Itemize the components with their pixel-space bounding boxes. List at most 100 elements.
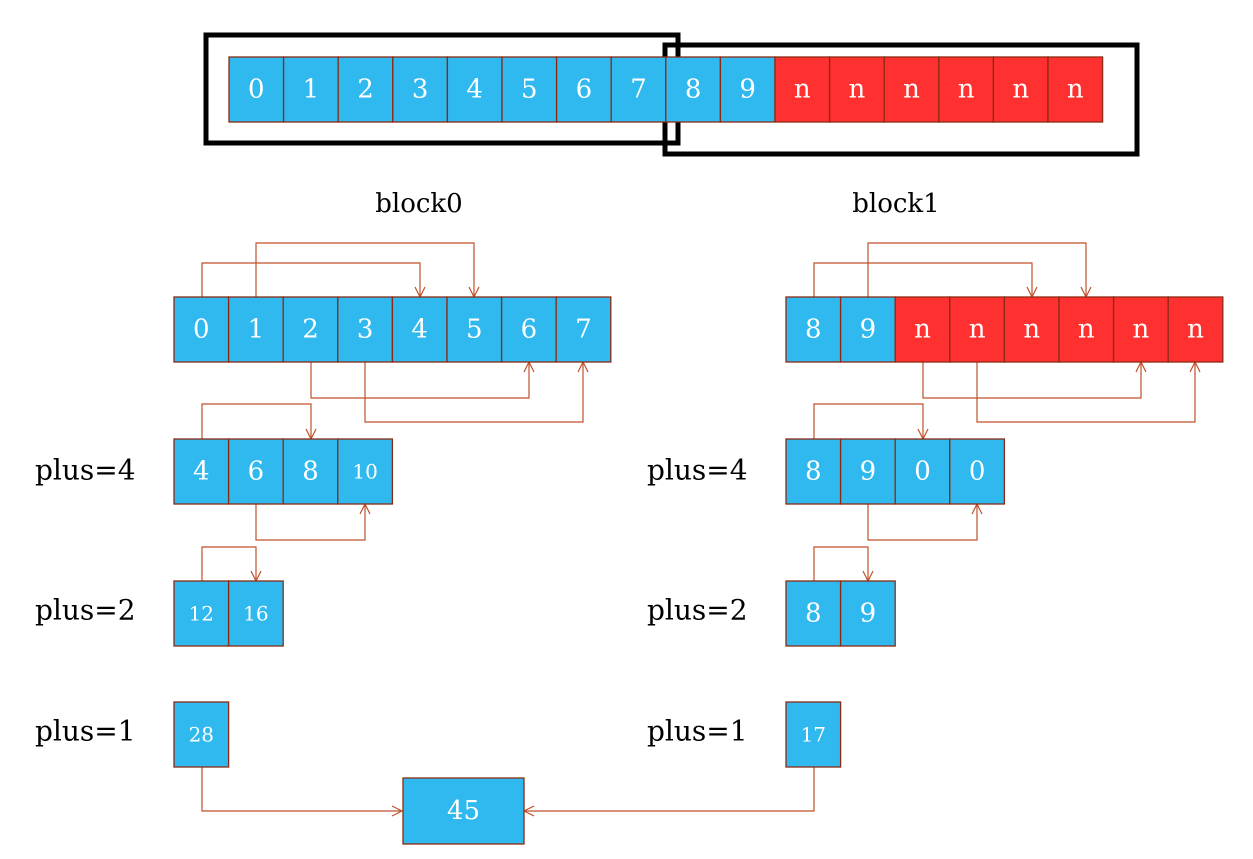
input-cell [883,56,940,123]
block1-step0-cell-value: 0 [969,457,986,487]
block1-cell-value: 8 [805,315,822,345]
block0-step1-cell-value: 16 [243,602,268,626]
input-cell [828,56,885,123]
arrow [201,403,311,439]
block0-cell-value: 6 [521,315,538,345]
arrow [255,504,365,541]
block1-cell-value: 9 [860,315,877,345]
block1-cell-value: n [969,315,986,345]
arrow [813,546,868,581]
block1-step1-cell-value: 9 [860,599,877,629]
block0-cell-value: 7 [575,315,592,345]
block1-cell-value: n [1133,315,1150,345]
block1-step2-cell [785,701,842,768]
block1-title: block1 [852,189,939,219]
block1-cell-value: n [1023,315,1040,345]
block0-step0-cell-value: 8 [302,457,319,487]
arrow [255,242,474,297]
arrow [310,362,529,399]
block1-step1-cell [785,580,842,647]
input-cell-value: n [1067,75,1084,105]
block0-cell-value: 1 [248,315,265,345]
block0-step0-cell [282,438,339,505]
block1-step0-cell-value: 8 [805,457,822,487]
input-cell [938,56,995,123]
input-cell-value: 9 [739,75,756,105]
input-cell [719,56,776,123]
input-cell [774,56,831,123]
block1-cell [949,296,1006,363]
input-cell-value: 5 [521,75,538,105]
block1-cell-value: n [1187,315,1204,345]
block0-step1-cell-value: 12 [189,602,214,626]
block0-cell-value: 0 [193,315,210,345]
block1-step0-cell [785,438,842,505]
arrow [201,262,420,297]
block1-cell [1058,296,1115,363]
arrow [813,262,1032,297]
input-cell [446,56,503,123]
input-cell-value: 6 [576,75,593,105]
block1-cell-value: n [1078,315,1095,345]
block0-cell [555,296,612,363]
arrow [813,403,923,439]
block0-cell [337,296,394,363]
block1-step1-cell-value: 8 [805,599,822,629]
block0-step0-cell [173,438,230,505]
result-cell-value: 45 [447,796,480,826]
arrow [867,504,977,541]
block1-step0-cell-value: 0 [914,457,931,487]
block0-cell [227,296,284,363]
input-cell [337,56,394,123]
block0-cell [282,296,339,363]
block0-title: block0 [375,189,462,219]
block0-cell [446,296,503,363]
arrow [867,242,1086,297]
block0-step2-cell [173,701,230,768]
block0-step0-cell [337,438,394,505]
input-cell-value: n [794,75,811,105]
input-cell-value: n [1012,75,1029,105]
block0-step1-cell [227,580,284,647]
input-cell-value: 7 [630,75,647,105]
block0-cell-value: 5 [466,315,483,345]
block1-step1-cell [839,580,896,647]
block1-cell [1112,296,1169,363]
input-cell [992,56,1049,123]
block0-cell-value: 2 [302,315,319,345]
block0-step1-cell [173,580,230,647]
block0-step0-cell-value: 4 [193,457,210,487]
block0-step0-cell-value: 6 [248,457,265,487]
block1-step0-cell-value: 9 [860,457,877,487]
input-cell-value: 2 [357,75,374,105]
input-cell-value: 8 [685,75,702,105]
input-cell [1047,56,1104,123]
input-cell-value: 4 [466,75,483,105]
input-cell-value: n [958,75,975,105]
input-cell-value: 1 [303,75,320,105]
arrow [201,767,402,811]
block1-cell [894,296,951,363]
block1-cell [1003,296,1060,363]
arrow [922,362,1141,399]
block0-step-label-plus2: plus=2 [35,594,136,627]
block0-cell-value: 4 [411,315,428,345]
arrow [201,546,256,581]
input-cell-value: 0 [248,75,265,105]
input-cell-value: 3 [412,75,429,105]
block0-step2-cell-value: 28 [189,723,214,747]
block0-step-label-plus1: plus=1 [35,715,136,748]
block0-cell-value: 3 [357,315,374,345]
input-cell [228,56,285,123]
block0-step0-cell [227,438,284,505]
input-cell [392,56,449,123]
arrow [364,362,583,423]
block0-cell [173,296,230,363]
block0-cell [500,296,557,363]
block1-cell-value: n [914,315,931,345]
reduction-arrows [201,242,1195,811]
block1-step-label-plus2: plus=2 [647,594,748,627]
block1-cell [1167,296,1224,363]
